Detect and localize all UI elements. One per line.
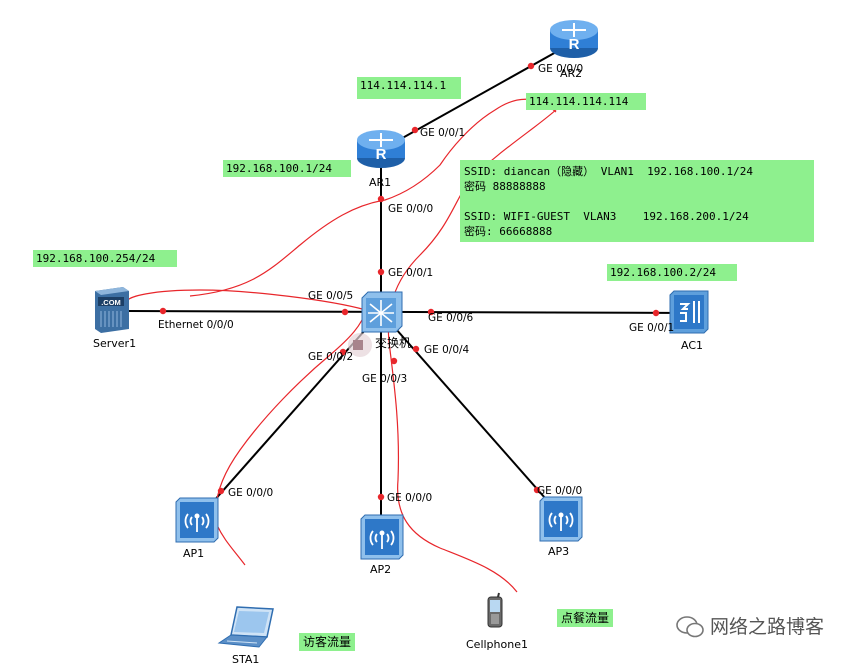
ip-label-server: 192.168.100.254/24 <box>33 250 177 267</box>
ip-label-ar1-public: 114.114.114.1 <box>357 77 461 99</box>
port-dot-ap3 <box>533 486 541 494</box>
server-screen-label: .COM <box>101 298 121 307</box>
port-label-ar1-ge000: GE 0/0/0 <box>388 203 434 215</box>
wlan-note-line-4: SSID: WIFI-GUEST VLAN3 192.168.200.1/24 <box>464 210 749 223</box>
port-dot-sw-left <box>341 308 349 316</box>
device-name-switch: 交换机 <box>375 336 412 350</box>
laptop-icon[interactable] <box>217 606 274 648</box>
port-dot-sw-ap2 <box>390 357 398 365</box>
wlan-note-line-2: 密码 88888888 <box>464 180 546 193</box>
port-label-ap3-ge000: GE 0/0/0 <box>537 485 583 497</box>
port-dot-ac <box>652 309 660 317</box>
port-label-sw-ge003: GE 0/0/3 <box>362 373 408 385</box>
server-icon[interactable]: .COM <box>95 287 129 333</box>
wlan-note-line-1: SSID: diancan（隐藏） VLAN1 192.168.100.1/24 <box>464 165 754 178</box>
port-label-sw-ge006: GE 0/0/6 <box>428 312 474 324</box>
device-name-sta1: STA1 <box>232 653 260 666</box>
device-name-server1: Server1 <box>93 337 137 350</box>
ap3-icon[interactable] <box>539 496 583 542</box>
port-label-server-eth: Ethernet 0/0/0 <box>158 319 234 331</box>
link-switch-ap3 <box>380 311 561 516</box>
port-label-sw-ge002: GE 0/0/2 <box>308 351 354 363</box>
port-dot-ap1 <box>217 487 225 495</box>
port-label-sw-ge005: GE 0/0/5 <box>308 290 354 302</box>
port-label-ar1-ge001: GE 0/0/1 <box>420 127 466 139</box>
device-name-ap2: AP2 <box>370 563 392 576</box>
port-dot-server <box>159 307 167 315</box>
blurred-marker <box>348 333 372 357</box>
watermark: 网络之路博客 <box>676 616 824 638</box>
port-label-sw-ge004: GE 0/0/4 <box>424 344 470 356</box>
wlan-config-note: SSID: diancan（隐藏） VLAN1 192.168.100.1/24… <box>460 160 814 242</box>
ac-icon[interactable] <box>669 290 709 334</box>
router-ar2-icon[interactable]: R <box>550 20 598 58</box>
port-dot-ar2 <box>527 62 535 70</box>
port-dots <box>159 62 660 501</box>
port-dot-ap2 <box>377 493 385 501</box>
device-name-ar2: AR2 <box>560 67 583 80</box>
port-dot-ar1-down <box>377 195 385 203</box>
port-label-sw-ge001: GE 0/0/1 <box>388 267 434 279</box>
watermark-text: 网络之路博客 <box>710 615 825 638</box>
port-label-ap2-ge000: GE 0/0/0 <box>387 492 433 504</box>
port-dot-sw-up <box>377 268 385 276</box>
ip-label-ac: 192.168.100.2/24 <box>607 264 737 281</box>
device-name-ap1: AP1 <box>183 547 205 560</box>
port-label-ac-ge001: GE 0/0/1 <box>629 322 675 334</box>
port-dot-sw-right <box>427 308 435 316</box>
device-name-ar1: AR1 <box>369 176 392 189</box>
ip-label-ar2-public: 114.114.114.114 <box>526 93 646 110</box>
port-label-ar2-ge000: GE 0/0/0 <box>538 63 584 75</box>
switch-icon[interactable] <box>361 291 403 333</box>
svg-text:R: R <box>569 36 580 53</box>
caption-order-flow: 点餐流量 <box>557 609 614 627</box>
port-dot-sw-ap1 <box>339 348 347 356</box>
cellphone-icon[interactable] <box>487 592 503 628</box>
device-name-ap3: AP3 <box>548 545 570 558</box>
router-ar1-icon[interactable]: R <box>357 130 405 168</box>
guest-traffic-curve <box>127 289 367 566</box>
links <box>114 41 691 536</box>
device-name-ac1: AC1 <box>681 339 704 352</box>
ap1-icon[interactable] <box>175 497 219 543</box>
port-dot-ar1-up <box>411 126 419 134</box>
wlan-note-line-3 <box>464 194 810 209</box>
port-dot-sw-ap3 <box>412 345 420 353</box>
ap2-icon[interactable] <box>360 514 404 560</box>
wlan-note-line-5: 密码: 66668888 <box>464 225 553 238</box>
wechat-icon <box>676 616 704 638</box>
svg-text:R: R <box>376 146 387 163</box>
device-name-cellphone1: Cellphone1 <box>466 638 528 651</box>
caption-guest-flow: 访客流量 <box>299 633 356 651</box>
port-label-ap1-ge000: GE 0/0/0 <box>228 487 274 499</box>
ip-label-ar1-lan: 192.168.100.1/24 <box>223 160 351 177</box>
return-traffic-curve <box>189 98 557 297</box>
